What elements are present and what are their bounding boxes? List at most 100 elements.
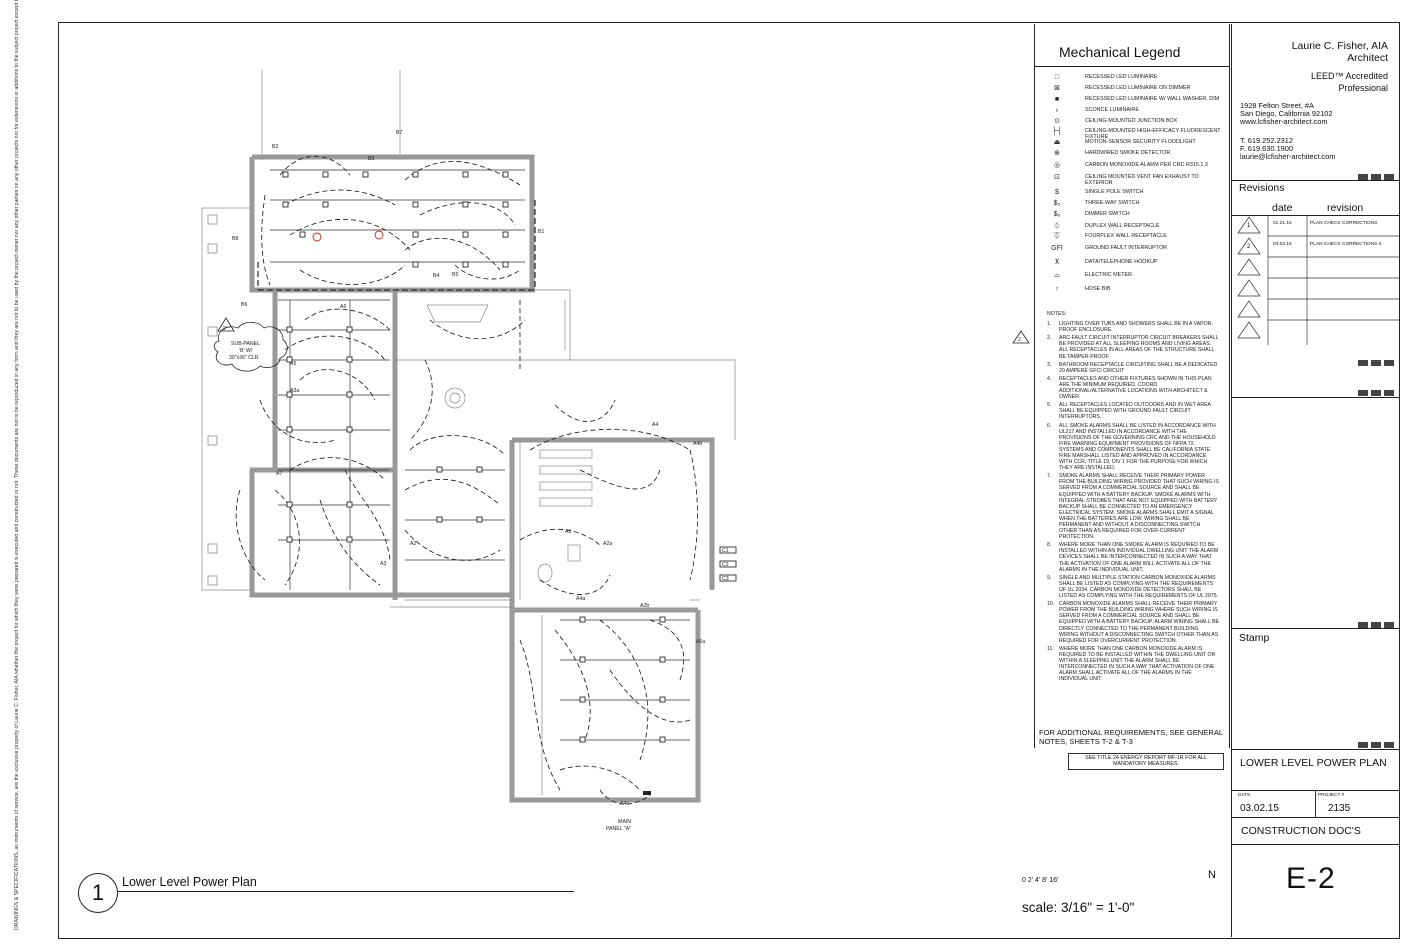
circuit-label: A5 [290, 361, 296, 367]
north-arrow-label: N [1208, 869, 1216, 881]
floor-plan-drawing: SUB-PANEL 'B' W/ 30"x36" CLR 2 2 MAIN PA… [201, 70, 1030, 832]
legend-item: ⏀DUPLEX WALL RECEPTACLE [1049, 223, 1225, 230]
legend-label: CEILING MOUNTED VENT FAN EXHAUST TO EXTE… [1085, 174, 1199, 186]
revision-row [1232, 299, 1400, 320]
circuit-label: A4b [693, 441, 702, 447]
rev-tag-plan: 2 [223, 326, 226, 332]
note-item: 1.LIGHTING OVER TUBS AND SHOWERS SHALL B… [1047, 321, 1223, 333]
revision-row: 2 03.02.15 PLAN CHECK CORRECTIONS II [1232, 236, 1400, 257]
note-text: WHERE MORE THAN ONE CARBON MONOXIDE ALAR… [1059, 645, 1216, 683]
note-number: 1. [1047, 321, 1052, 328]
note-number: 11. [1047, 645, 1054, 652]
main-panel-symbol [643, 791, 651, 795]
circuit-label: C1 [722, 548, 729, 554]
revision-description: PLAN CHECK CORRECTIONS [1310, 221, 1378, 226]
revision-date: 01.21.15 [1273, 221, 1292, 226]
revision-date: 03.02.15 [1273, 242, 1292, 247]
note-number: 4. [1047, 375, 1052, 382]
sheet-title: LOWER LEVEL POWER PLAN [1240, 757, 1387, 769]
copyright-side-note: DRAWINGS & SPECIFICATIONS, as instrument… [14, 0, 20, 930]
divider [1232, 397, 1400, 398]
revision-number: 1 [1247, 223, 1251, 229]
circuit-label: A4a [576, 596, 585, 602]
divider [1232, 749, 1400, 750]
legend-symbol-icon: $ₒ [1053, 211, 1061, 218]
legend-symbol-icon: ■ [1054, 96, 1060, 103]
circuit-label: B5 [452, 272, 458, 278]
sheet-border [58, 22, 1400, 939]
circuit-label: A4 [652, 422, 658, 428]
circuit-label: B7 [396, 130, 402, 136]
divider-mark [1358, 742, 1394, 748]
circuit-label: A5a [696, 639, 705, 645]
divider [1232, 844, 1400, 845]
legend-item: ⊼DATA/TELEPHONE HOOKUP [1049, 259, 1225, 266]
date-label: DATE [1238, 793, 1251, 798]
legend-symbol-icon: GFI [1051, 245, 1063, 252]
scale-text: scale: 3/16" = 1'-0" [1022, 900, 1135, 915]
legend-label: CARBON MONOXIDE ALARM PER CRC R315.1.3 [1085, 162, 1208, 168]
note-text: SINGLE AND MULTIPLE STATION CARBON MONOX… [1059, 574, 1219, 600]
architect-contact: T. 619.252.2312 F. 619.630.1900 laurie@l… [1240, 136, 1336, 161]
circuit-label: B1 [538, 229, 544, 235]
revision-description: PLAN CHECK CORRECTIONS II [1310, 242, 1382, 247]
subpanel-label-2: 'B' W/ [239, 348, 253, 354]
note-text: CARBON MONOXIDE ALARMS SHALL RECEIVE THE… [1059, 601, 1219, 644]
legend-item: ⏏MOTION-SENSOR SECURITY FLOODLIGHT [1049, 139, 1225, 146]
note-number: 5. [1047, 402, 1052, 409]
legend-symbol-icon: $₃ [1053, 200, 1061, 207]
legend-symbol-icon: ⊡ [1054, 174, 1060, 181]
legend-symbol-icon: ⏁ [1053, 233, 1061, 240]
legend-label: CEILING-MOUNTED JUNCTION BOX [1085, 118, 1178, 124]
legend-title: Mechanical Legend [1059, 44, 1181, 60]
legend-symbol-icon: ♁ [1054, 107, 1060, 114]
revision-row [1232, 320, 1400, 341]
leed-credential: LEED™ Accredited Professional [1310, 71, 1388, 93]
notes-footer: FOR ADDITIONAL REQUIREMENTS, SEE GENERAL… [1039, 728, 1223, 746]
website-link[interactable]: www.lcfisher-architect.com [1240, 117, 1328, 126]
circuit-label: A7 [276, 471, 282, 477]
note-text: ALL RECEPTACLES LOCATED OUTDOORS AND IN … [1059, 402, 1211, 421]
note-item: 6.ALL SMOKE ALARMS SHALL BE LISTED IN AC… [1047, 423, 1223, 472]
circuit-label: A2a [603, 541, 612, 547]
note-number: 6. [1047, 422, 1052, 429]
legend-item: ⊕ HARDWIRED SMOKE DETECTOR [1049, 150, 1225, 157]
project-label: PROJECT # [1318, 793, 1345, 798]
legend-label: SINGLE POLE SWITCH [1085, 189, 1144, 195]
circuit-label: A2 [410, 541, 416, 547]
legend-label: HOSE BIB [1085, 286, 1111, 292]
legend-item: ⊠RECESSED LED LUMINAIRE ON DIMMER [1049, 85, 1225, 92]
project-value: 2135 [1328, 803, 1351, 814]
legend-symbol-icon: ⊠ [1054, 85, 1060, 92]
circuit-label: C3 [722, 576, 729, 582]
legend-symbol-icon: ↑ [1055, 286, 1059, 293]
legend-symbol-icon: ⊕ [1054, 150, 1060, 157]
circuit-label: B6 [241, 302, 247, 308]
circuit-label: A1 [565, 529, 571, 535]
note-number: 7. [1047, 473, 1052, 480]
legend-label: DATA/TELEPHONE HOOKUP [1085, 259, 1158, 265]
email-link[interactable]: laurie@lcfisher-architect.com [1240, 152, 1336, 161]
legend-item: ■RECESSED LED LUMINAIRE W/ WALL WASHER, … [1049, 96, 1225, 103]
legend-item: GFI GROUND FAULT INTERRUPTOR [1049, 245, 1225, 252]
legend-divider [1035, 66, 1229, 67]
scale-bar-ticks: 0 2' 4' 8' 16' [1022, 877, 1059, 884]
legend-label: GROUND FAULT INTERRUPTOR [1085, 245, 1168, 251]
legend-symbol-icon: $ [1055, 189, 1059, 196]
revisions-table-grid [1237, 215, 1400, 345]
phase-label: CONSTRUCTION DOC'S [1241, 825, 1361, 837]
sheet-number: E-2 [1286, 862, 1336, 895]
subpanel-label-3: 30"x36" CLR [229, 355, 259, 361]
divider-mark [1358, 622, 1394, 628]
divider [1315, 790, 1316, 817]
legend-symbol-icon: ◎ [1053, 162, 1061, 169]
legend-item: ↑ HOSE BIB [1049, 286, 1225, 293]
legend-label: HARDWIRED SMOKE DETECTOR [1085, 150, 1171, 156]
revisions-title: Revisions [1239, 182, 1285, 194]
architect-address: 1928 Felton Street, #A San Diego, Califo… [1240, 101, 1333, 126]
legend-symbol-icon: ⏀ [1053, 223, 1061, 230]
drawing-title-underline [118, 891, 574, 892]
revision-number: 2 [1247, 244, 1251, 250]
legend-symbol-icon: ├┤ [1052, 128, 1062, 135]
